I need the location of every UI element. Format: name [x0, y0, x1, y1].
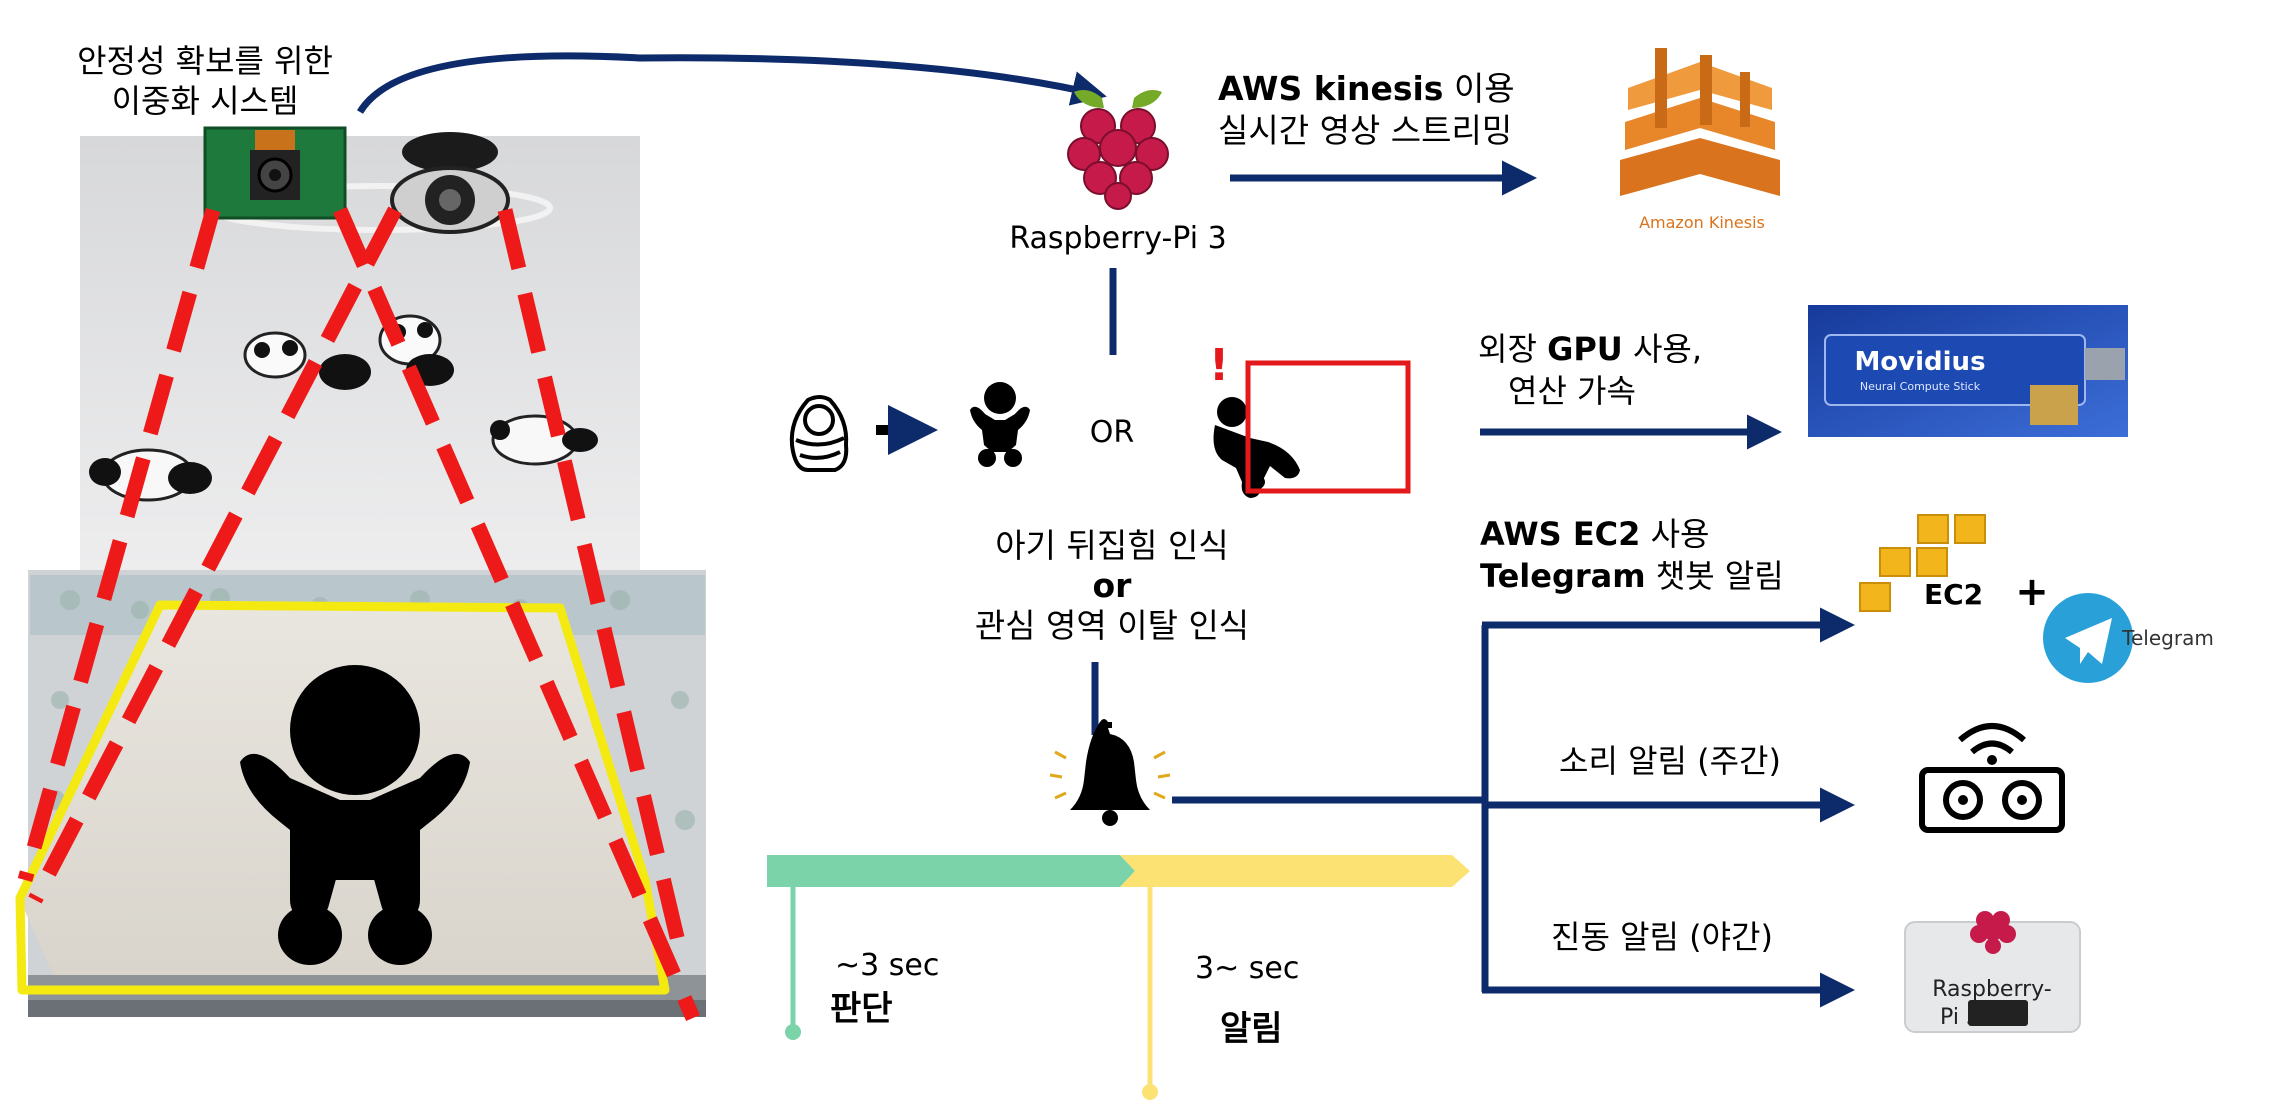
raspberry-pi-label: Raspberry-Pi 3 [1009, 221, 1226, 256]
movidius-logo-subtext: Neural Compute Stick [1860, 380, 1981, 393]
crib-photo [15, 126, 706, 1022]
bell-icon [1049, 719, 1171, 826]
webcam-icon [390, 132, 510, 234]
gpu-label-line1: 외장 GPU 사용, [1478, 330, 1702, 368]
timeline-alert-time: 3~ sec [1195, 951, 1299, 986]
baby-upright-icon [970, 382, 1030, 467]
recognition-label-line1: 아기 뒤집힘 인식 [995, 526, 1229, 565]
recognition-label-line3: 관심 영역 이탈 인식 [975, 606, 1249, 645]
timeline-judge-label: 판단 [830, 989, 893, 1029]
vibration-alert-label: 진동 알림 (야간) [1551, 918, 1773, 956]
telegram-logo-text: Telegram [2121, 626, 2214, 650]
movidius-stick-icon [1808, 305, 2128, 437]
raspberry-small-label-line1: Raspberry- [1932, 977, 2052, 1002]
timeline-phase-judge [767, 855, 1135, 887]
timeline [767, 855, 1470, 1100]
kinesis-label-line2: 실시간 영상 스트리밍 [1218, 111, 1512, 150]
gpu-label-line2: 연산 가속 [1508, 372, 1636, 410]
camera-module-icon [203, 126, 347, 220]
camera-system-label-line2: 이중화 시스템 [112, 82, 299, 120]
camera-system-label-line1: 안정성 확보를 위한 [77, 42, 333, 80]
or-label: OR [1090, 415, 1134, 450]
kinesis-logo-text: Amazon Kinesis [1639, 213, 1765, 232]
ec2-logo-text: EC2 [1924, 578, 1983, 611]
baby-flipped-icon [1213, 397, 1300, 498]
plus-sign: + [2015, 569, 2049, 615]
swaddled-baby-icon [789, 395, 849, 472]
sound-alert-label: 소리 알림 (주간) [1559, 742, 1781, 780]
speaker-icon [1919, 723, 2065, 833]
movidius-logo-text: Movidius [1854, 347, 1985, 377]
ec2-cubes-icon [1859, 514, 1986, 612]
baby-icon [240, 665, 470, 965]
recognition-label-line2: or [1093, 566, 1133, 605]
ec2-label-line2: Telegram 챗봇 알림 [1480, 557, 1784, 595]
amazon-kinesis-icon [1620, 48, 1780, 196]
camera-to-pi-arrow [356, 52, 1107, 114]
alert-exclamation: ! [1209, 340, 1229, 391]
roi-outline [15, 600, 670, 995]
telegram-icon [2043, 593, 2133, 683]
timeline-phase-alert [1120, 855, 1470, 887]
timeline-judge-time: ~3 sec [835, 948, 939, 983]
camera-fov-lines [17, 206, 700, 1022]
ec2-label-line1: AWS EC2 사용 [1480, 515, 1709, 553]
roi-exit-box [1245, 360, 1411, 494]
raspberry-pi-icon [1067, 90, 1169, 210]
raspberry-small-label-line2: Pi 3 [1940, 1005, 1980, 1030]
kinesis-label-line1: AWS kinesis 이용 [1218, 69, 1515, 108]
timeline-alert-label: 알림 [1220, 1009, 1283, 1049]
raspberry-pi-small-icon [1904, 911, 2081, 1033]
